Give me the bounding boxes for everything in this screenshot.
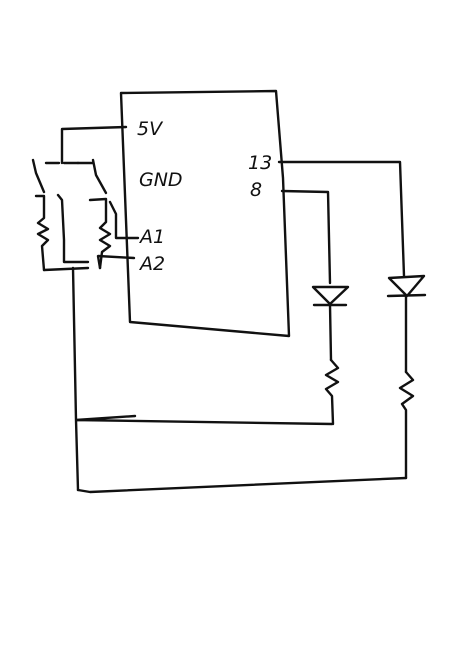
ground-rail: [71, 266, 334, 492]
wire-to-a1: [108, 200, 140, 240]
switch-right: [76, 158, 108, 195]
resistor-led-1: [324, 358, 340, 426]
return-wire: [76, 476, 408, 494]
wire-to-a2: [96, 254, 136, 270]
led-2: [386, 274, 427, 374]
wire-pin-8: [280, 189, 332, 285]
resistor-right: [88, 197, 112, 270]
pin-label-a1: A1: [138, 226, 165, 248]
wire-5v: [60, 125, 128, 165]
pin-label-13: 13: [248, 152, 272, 174]
pin-label-5v: 5V: [137, 118, 164, 140]
switch-left: [31, 158, 80, 194]
pin-label-8: 8: [250, 179, 262, 201]
resistor-left: [34, 194, 50, 272]
microcontroller-board: [119, 89, 291, 338]
wire-pin-13: [277, 160, 406, 278]
led-1: [311, 285, 350, 362]
resistor-led-2: [398, 370, 415, 480]
pin-label-a2: A2: [138, 253, 165, 275]
pin-label-gnd: GND: [139, 169, 183, 191]
wire-left-loop: [42, 193, 90, 272]
